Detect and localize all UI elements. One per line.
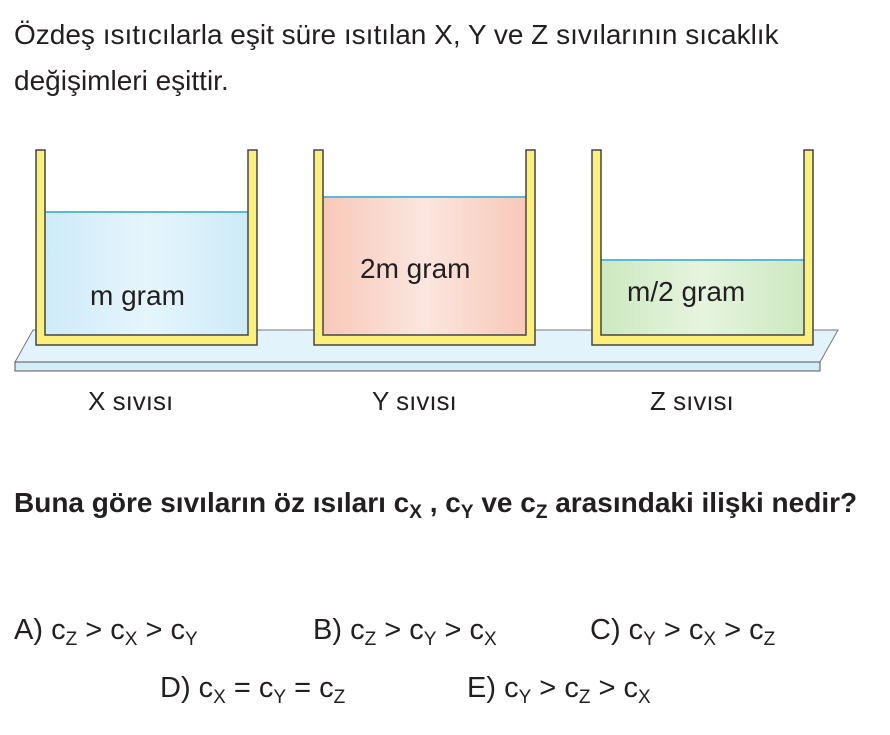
- specific-heat-symbol: c: [409, 614, 424, 646]
- question-prefix: Buna göre sıvıların öz ısıları: [14, 487, 394, 518]
- specific-heat-symbol: c: [110, 614, 125, 646]
- specific-heat-symbol: c: [51, 614, 66, 646]
- operator: >: [531, 672, 565, 704]
- containers-diagram: [14, 149, 839, 372]
- specific-heat-subscript: Y: [518, 687, 532, 708]
- sep: ,: [421, 487, 446, 518]
- container-y: [313, 149, 536, 346]
- option-letter: C): [590, 614, 629, 646]
- specific-heat-subscript: Z: [333, 687, 346, 708]
- specific-heat-subscript: X: [213, 687, 226, 708]
- option-b[interactable]: B) cZ > cY > cX: [313, 614, 497, 650]
- specific-heat-symbol: c: [319, 672, 334, 704]
- specific-heat-symbol: c: [564, 672, 579, 704]
- specific-heat-subscript: X: [483, 629, 497, 650]
- operator: =: [286, 672, 320, 704]
- operator: >: [137, 614, 171, 646]
- mass-label-y: 2m gram: [360, 253, 471, 284]
- liquid-label-z: Z sıvısı: [650, 386, 734, 416]
- specific-heat-subscript: X: [703, 629, 717, 650]
- specific-heat-subscript: Y: [273, 687, 287, 708]
- specific-heat-symbol: c: [623, 672, 638, 704]
- option-letter: E): [467, 672, 505, 704]
- specific-heat-symbol: c: [258, 672, 274, 704]
- question-suffix: arasındaki ilişki nedir?: [547, 487, 858, 518]
- mass-label-z: m/2 gram: [627, 276, 746, 307]
- specific-heat-subscript: Y: [643, 629, 656, 650]
- specific-heat-symbol: c: [628, 614, 644, 646]
- specific-heat-symbol: c: [688, 614, 704, 646]
- specific-heat-symbol: c: [198, 672, 214, 704]
- specific-heat-symbol: c: [504, 672, 519, 704]
- specific-heat-subscript: Z: [763, 629, 776, 650]
- operator: >: [376, 614, 410, 646]
- specific-heat-subscript: X: [637, 687, 651, 708]
- cx: c: [393, 487, 410, 518]
- option-a[interactable]: A) cZ > cX > cY: [14, 614, 198, 650]
- operator: >: [716, 614, 750, 646]
- cy-sub: Y: [460, 502, 474, 523]
- specific-heat-subscript: Y: [423, 629, 437, 650]
- specific-heat-symbol: c: [749, 614, 764, 646]
- option-e[interactable]: E) cY > cZ > cX: [467, 672, 651, 708]
- specific-heat-subscript: Y: [184, 629, 198, 650]
- operator: =: [225, 672, 259, 704]
- question-text: Buna göre sıvıların öz ısıları cX , cY v…: [14, 480, 884, 526]
- specific-heat-subscript: Z: [65, 629, 78, 650]
- option-letter: A): [14, 614, 52, 646]
- specific-heat-symbol: c: [170, 614, 185, 646]
- cz-sub: Z: [535, 502, 548, 523]
- specific-heat-subscript: Z: [364, 629, 377, 650]
- operator: >: [655, 614, 689, 646]
- specific-heat-subscript: X: [124, 629, 138, 650]
- ve: ve: [473, 487, 521, 518]
- container-x: [35, 149, 258, 346]
- container-z: [591, 149, 814, 346]
- cz: c: [520, 487, 536, 518]
- liquid-label-x: X sıvısı: [88, 386, 174, 416]
- option-letter: B): [313, 614, 351, 646]
- option-letter: D): [160, 672, 199, 704]
- cy: c: [445, 487, 461, 518]
- specific-heat-subscript: Z: [578, 687, 591, 708]
- operator: >: [590, 672, 624, 704]
- operator: >: [77, 614, 111, 646]
- mass-label-x: m gram: [90, 280, 185, 311]
- operator: >: [436, 614, 470, 646]
- option-c[interactable]: C) cY > cX > cZ: [590, 614, 776, 650]
- liquid-label-y: Y sıvısı: [372, 386, 457, 416]
- specific-heat-symbol: c: [350, 614, 365, 646]
- option-d[interactable]: D) cX = cY = cZ: [160, 672, 346, 708]
- intro-text: Özdeş ısıtıcılarla eşit süre ısıtılan X,…: [14, 19, 779, 96]
- cx-sub: X: [409, 502, 422, 523]
- specific-heat-symbol: c: [469, 614, 484, 646]
